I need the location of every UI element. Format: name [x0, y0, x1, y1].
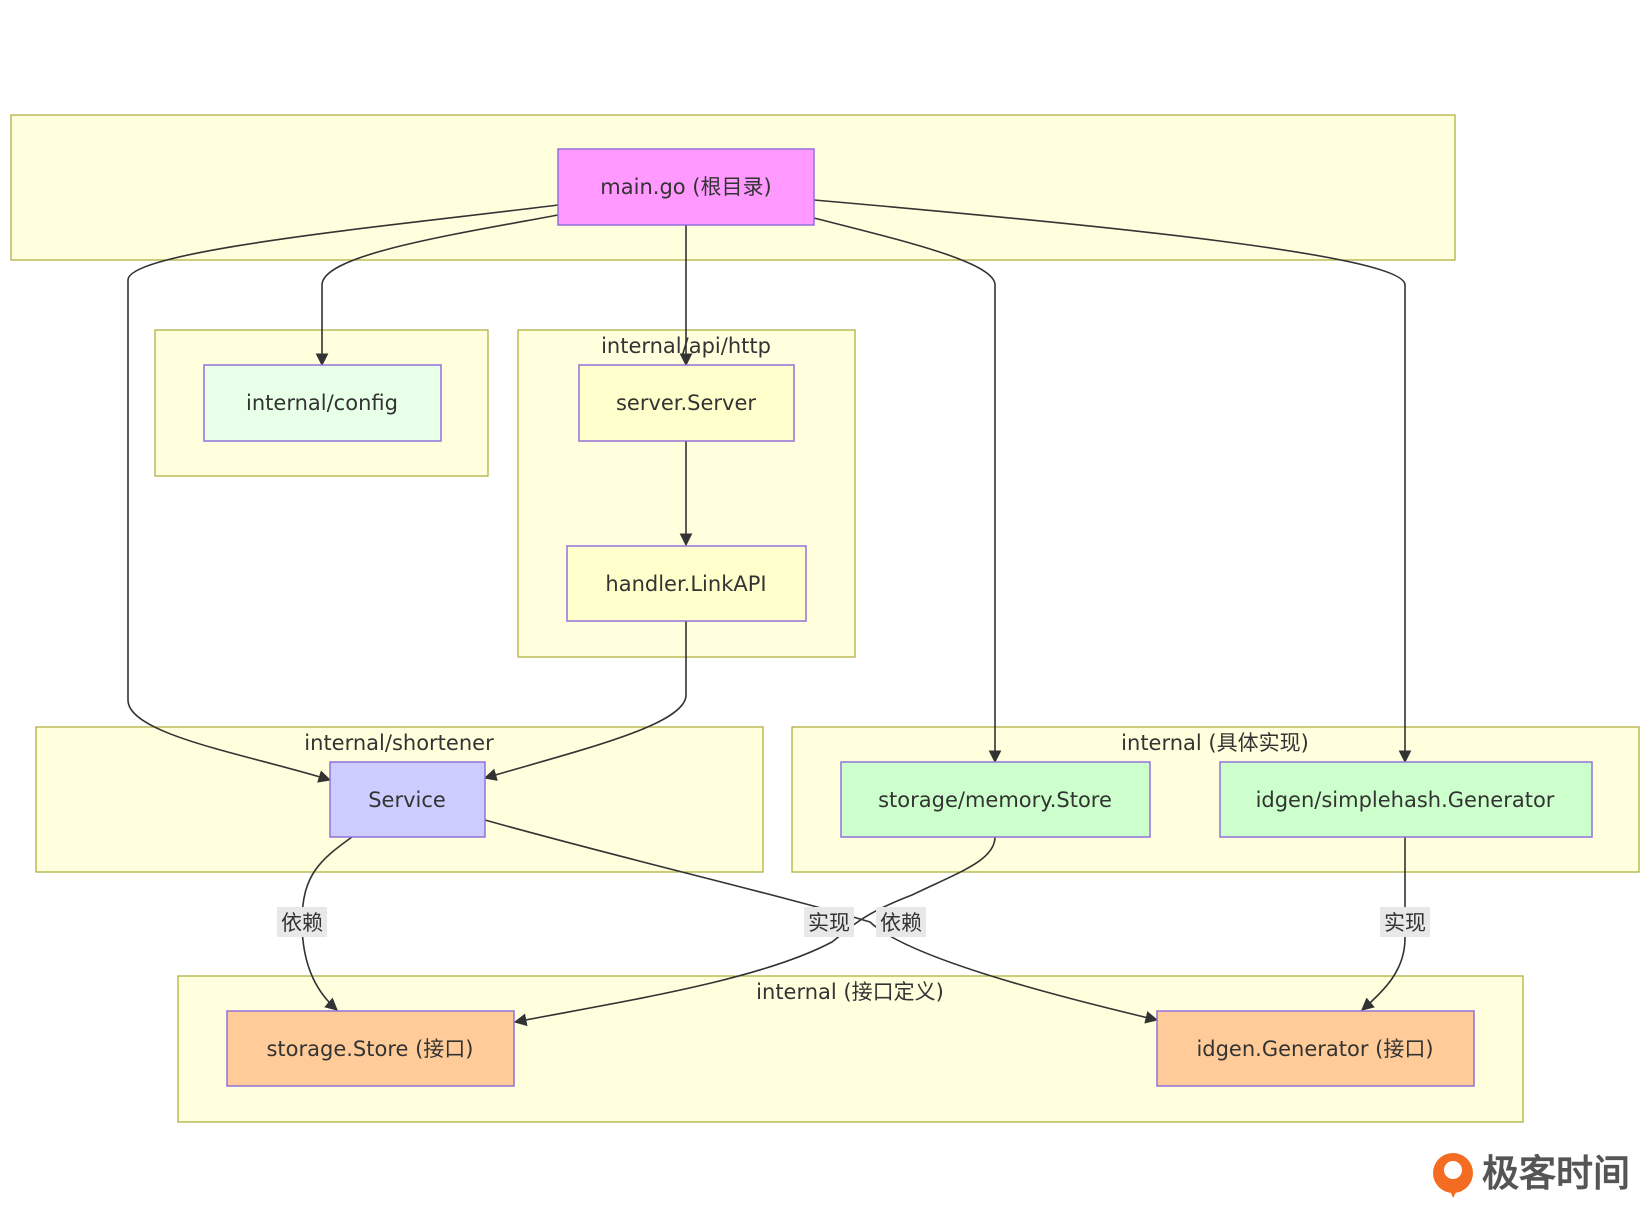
- node-main[interactable]: main.go (根目录): [557, 148, 815, 226]
- node-idgen-generator[interactable]: idgen.Generator (接口): [1156, 1010, 1475, 1087]
- node-memory-store[interactable]: storage/memory.Store: [840, 761, 1151, 838]
- group-impl-label: internal (具体实现): [1121, 731, 1309, 755]
- node-server[interactable]: server.Server: [578, 364, 795, 442]
- node-simplehash-generator[interactable]: idgen/simplehash.Generator: [1219, 761, 1593, 838]
- node-main-label: main.go (根目录): [600, 175, 771, 199]
- node-server-label: server.Server: [616, 391, 756, 415]
- edge-label-service-store: 依赖: [277, 907, 327, 937]
- node-simplehash-generator-label: idgen/simplehash.Generator: [1256, 788, 1555, 812]
- edges: [127, 199, 1412, 1027]
- edge-main-to-config: [315, 214, 559, 367]
- node-handler[interactable]: handler.LinkAPI: [566, 545, 807, 622]
- edge-label-service-generator-text: 依赖: [880, 911, 922, 935]
- node-storage-store-label: storage.Store (接口): [266, 1037, 473, 1061]
- edge-simplehash-to-generator: [1361, 837, 1406, 1011]
- edge-label-memory-store: 实现: [804, 907, 854, 937]
- edge-main-to-simplehash: [813, 199, 1412, 764]
- edge-label-simplehash-generator-text: 实现: [1384, 911, 1426, 935]
- edge-handler-to-service: [483, 620, 687, 781]
- edge-main-to-service: [127, 204, 559, 783]
- node-memory-store-label: storage/memory.Store: [878, 788, 1112, 812]
- node-service-label: Service: [368, 788, 446, 812]
- edge-service-to-generator: [484, 819, 1159, 1024]
- node-handler-label: handler.LinkAPI: [605, 572, 766, 596]
- group-shortener-label: internal/shortener: [304, 731, 494, 755]
- node-config-label: internal/config: [246, 391, 398, 415]
- node-storage-store[interactable]: storage.Store (接口): [226, 1010, 515, 1087]
- watermark: 极客时间: [1433, 1152, 1630, 1198]
- group-interfaces-label: internal (接口定义): [756, 980, 944, 1004]
- node-idgen-generator-label: idgen.Generator (接口): [1196, 1037, 1433, 1061]
- edge-label-service-store-text: 依赖: [281, 911, 323, 935]
- node-config[interactable]: internal/config: [203, 364, 442, 442]
- edge-memory-to-store: [513, 836, 996, 1027]
- node-service[interactable]: Service: [329, 761, 486, 838]
- watermark-text: 极客时间: [1482, 1152, 1630, 1195]
- edge-label-service-generator: 依赖: [876, 907, 926, 937]
- edge-main-to-memory: [813, 217, 1002, 764]
- geekbang-logo-icon: [1433, 1153, 1473, 1198]
- edge-label-simplehash-generator: 实现: [1380, 907, 1430, 937]
- edge-label-memory-store-text: 实现: [808, 911, 850, 935]
